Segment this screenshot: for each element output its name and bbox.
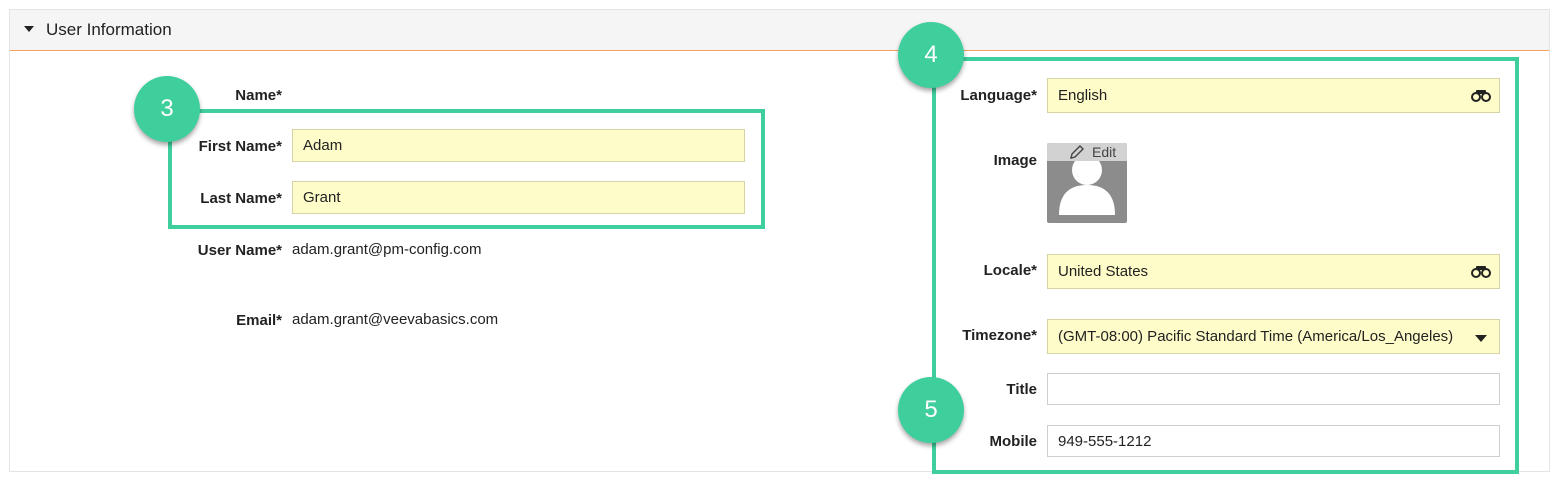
pencil-icon — [1070, 145, 1084, 159]
timezone-select[interactable]: (GMT-08:00) Pacific Standard Time (Ameri… — [1047, 319, 1500, 354]
binoculars-icon[interactable] — [1471, 89, 1491, 102]
language-lookup[interactable]: English — [1047, 78, 1500, 113]
locale-lookup[interactable]: United States — [1047, 254, 1500, 289]
locale-value: United States — [1058, 263, 1149, 280]
language-value: English — [1058, 87, 1108, 104]
callout-badge-5: 5 — [898, 377, 964, 443]
timezone-label: Timezone* — [962, 327, 1037, 344]
last-name-label: Last Name* — [200, 190, 282, 207]
mobile-label: Mobile — [989, 433, 1038, 450]
binoculars-icon[interactable] — [1471, 265, 1491, 278]
username-value: adam.grant@pm-config.com — [292, 241, 482, 258]
title-input[interactable] — [1047, 373, 1500, 405]
highlight-box-name-fields — [168, 109, 765, 229]
first-name-label: First Name* — [198, 138, 282, 155]
image-label: Image — [993, 152, 1037, 169]
email-value: adam.grant@veevabasics.com — [292, 311, 499, 328]
edit-label: Edit — [1092, 144, 1117, 160]
chevron-down-icon[interactable] — [1475, 334, 1487, 342]
locale-label: Locale* — [983, 262, 1037, 279]
callout-badge-4: 4 — [898, 22, 964, 88]
avatar-edit-button[interactable]: Edit — [1047, 143, 1127, 161]
callout-badge-3: 3 — [134, 76, 200, 142]
name-label: Name* — [235, 87, 282, 104]
timezone-value: (GMT-08:00) Pacific Standard Time (Ameri… — [1058, 328, 1454, 345]
caret-down-icon[interactable] — [24, 26, 34, 32]
language-label: Language* — [960, 87, 1037, 104]
title-label: Title — [1006, 381, 1037, 398]
avatar[interactable]: Edit — [1047, 143, 1127, 223]
user-silhouette-icon — [1059, 155, 1115, 215]
mobile-input[interactable]: 949-555-1212 — [1047, 425, 1500, 457]
section-header[interactable]: User Information — [10, 10, 1549, 51]
highlight-box-settings — [932, 57, 1519, 474]
first-name-input[interactable]: Adam — [292, 129, 745, 162]
last-name-input[interactable]: Grant — [292, 181, 745, 214]
section-title: User Information — [46, 20, 172, 39]
email-label: Email* — [236, 312, 282, 329]
username-label: User Name* — [197, 242, 282, 259]
